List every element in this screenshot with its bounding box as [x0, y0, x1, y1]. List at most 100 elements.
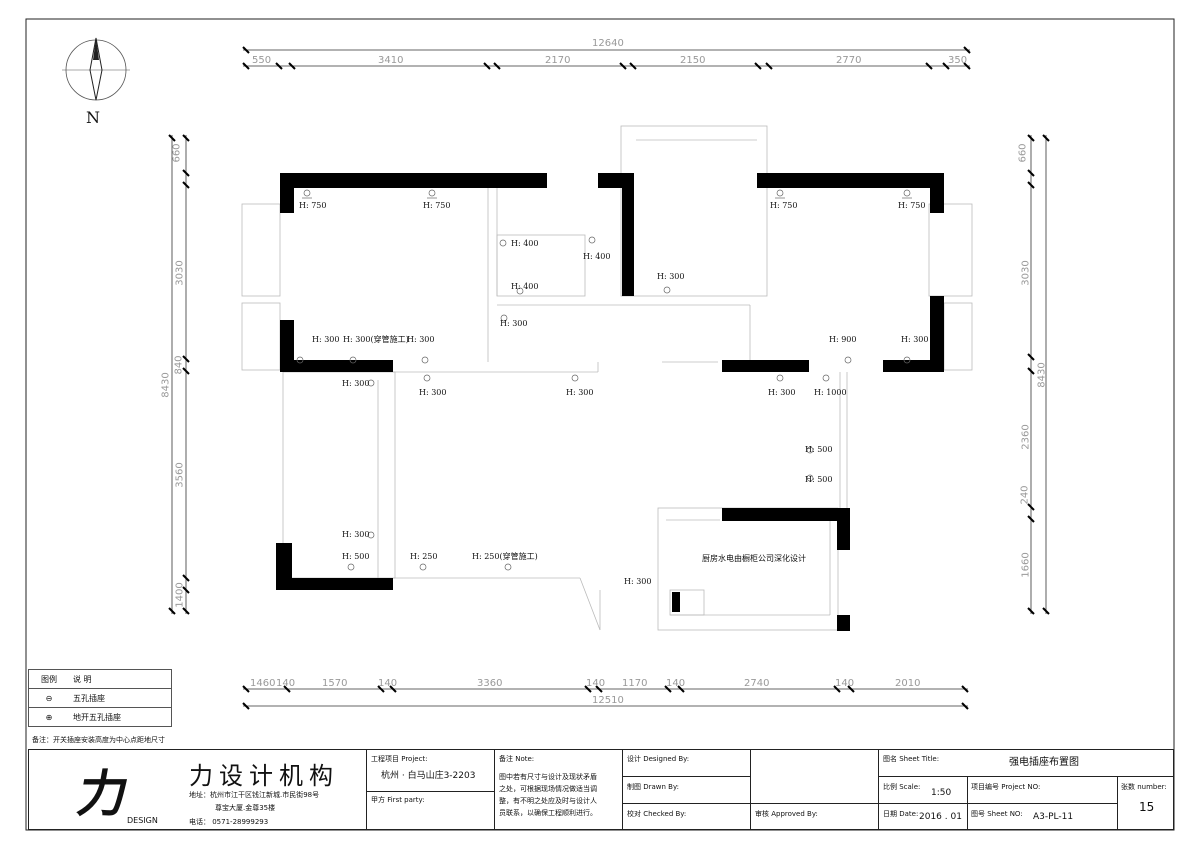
- note-text-4: 员联系，以确保工程顺利进行。: [499, 809, 597, 817]
- checked-label: 校对 Checked By:: [627, 810, 687, 818]
- dim-bottom-small-1: 140: [276, 678, 296, 689]
- socket-label: H: 400: [511, 239, 539, 248]
- walls: [276, 173, 944, 631]
- dim-bottom-seg-5: 2740: [744, 678, 770, 689]
- legend-item-socket: 五孔插座: [73, 693, 105, 703]
- dim-right-seg-2: 3030: [1020, 260, 1032, 286]
- socket-label: H: 300: [566, 388, 594, 397]
- approval-cell: 审核 Approved By:: [751, 750, 879, 829]
- socket-label: H: 300: [901, 335, 929, 344]
- dim-bottom-seg-3: 3360: [477, 678, 503, 689]
- socket-label: H: 500: [342, 552, 370, 561]
- dim-right-seg-5: 1660: [1020, 552, 1032, 578]
- socket-label: H: 300(穿管施工): [343, 335, 409, 344]
- dim-top-seg-6: 350: [948, 55, 968, 66]
- sheet-title-label: 图名 Sheet Title:: [883, 755, 940, 763]
- socket-label: H: 500: [805, 445, 833, 454]
- company-phone: 电话： 0571-28999293: [189, 818, 269, 826]
- dimension-lines: [171, 49, 1047, 707]
- socket-label: H: 750: [898, 201, 926, 210]
- note-cell: 备注 Note: 图中若有尺寸与设计及现状矛盾 之处，可根据现场情况做适当调 整…: [495, 750, 623, 829]
- dim-bottom-seg-1: 1460: [250, 678, 276, 689]
- north-arrow-icon: [62, 37, 130, 101]
- dim-bottom-small-4: 140: [666, 678, 686, 689]
- socket-label: H: 250(穿管施工): [472, 552, 538, 561]
- socket-label: H: 400: [511, 282, 539, 291]
- company-address-1: 地址：杭州市江干区钱江新城.市民街98号: [189, 791, 320, 799]
- dim-top-seg-4: 2150: [680, 55, 706, 66]
- dim-top-seg-2: 3410: [378, 55, 404, 66]
- company-cell: 力 DESIGN 力设计机构 地址：杭州市江干区钱江新城.市民街98号 尊宝大厦…: [29, 750, 367, 829]
- dim-bottom-seg-4: 1170: [622, 678, 648, 689]
- socket-label: H: 300: [624, 577, 652, 586]
- socket-label: H: 900: [829, 335, 857, 344]
- logo-subtitle: DESIGN: [127, 816, 158, 825]
- note-label: 备注 Note:: [499, 755, 535, 763]
- scale-label: 比例 Scale:: [883, 783, 921, 791]
- dimension-ticks: [168, 46, 1050, 710]
- socket-label: H: 300: [312, 335, 340, 344]
- legend-table: 图例 说 明 ⊖ 五孔插座 ⊕ 地开五孔插座: [28, 669, 172, 727]
- dim-bottom-small-5: 140: [835, 678, 855, 689]
- socket-label: H: 300: [419, 388, 447, 397]
- note-text-3: 整，有不明之处应及时与设计人: [499, 797, 597, 805]
- install-height-note: 备注：开关插座安装高度为中心点距地尺寸: [32, 736, 165, 744]
- company-logo: 力: [73, 764, 134, 823]
- socket-label: H: 500: [805, 475, 833, 484]
- company-address-2: 尊宝大厦.金尊35楼: [215, 804, 276, 812]
- dim-bottom-seg-6: 2010: [895, 678, 921, 689]
- sheets-label: 张数 number:: [1121, 783, 1167, 791]
- floor-socket-icon: ⊕: [45, 712, 53, 722]
- dim-left-seg-3: 840: [173, 355, 185, 375]
- socket-label: H: 750: [299, 201, 327, 210]
- approved-label: 审核 Approved By:: [755, 810, 818, 818]
- note-text-1: 图中若有尺寸与设计及现状矛盾: [499, 773, 597, 781]
- sheet-title-value: 强电插座布置图: [1009, 757, 1079, 768]
- legend-header-symbol: 图例: [41, 674, 57, 684]
- socket-label: H: 250: [410, 552, 438, 561]
- kitchen-note: 厨房水电由橱柜公司深化设计: [702, 554, 806, 563]
- dim-left-seg-5: 1400: [174, 582, 186, 608]
- title-block: 力 DESIGN 力设计机构 地址：杭州市江干区钱江新城.市民街98号 尊宝大厦…: [28, 749, 1174, 830]
- sheets-value: 15: [1139, 800, 1155, 814]
- dim-left-seg-2: 3030: [174, 260, 186, 286]
- dim-right-total: 8430: [1036, 362, 1048, 388]
- socket-label: H: 400: [583, 252, 611, 261]
- socket-label: H: 300: [500, 319, 528, 328]
- socket-label: H: 300: [768, 388, 796, 397]
- dim-top-seg-3: 2170: [545, 55, 571, 66]
- date-label: 日期 Date:: [883, 810, 919, 818]
- socket-label: H: 300: [407, 335, 435, 344]
- dim-top-seg-5: 2770: [836, 55, 862, 66]
- drawing-frame: [25, 18, 1175, 831]
- signature-cell: 设计 Designed By: 制图 Drawn By: 校对 Checked …: [623, 750, 751, 829]
- socket-label: H: 1000: [814, 388, 847, 397]
- dim-bottom-seg-2: 1570: [322, 678, 348, 689]
- dim-top-seg-1: 550: [252, 55, 272, 66]
- designed-label: 设计 Designed By:: [627, 755, 690, 763]
- sheet-no-value: A3-PL-11: [1033, 812, 1074, 822]
- dim-right-seg-1: 660: [1017, 143, 1029, 163]
- socket-label: H: 300: [342, 379, 370, 388]
- dim-left-seg-1: 660: [171, 143, 183, 163]
- sheet-info-cell: 图名 Sheet Title: 强电插座布置图 比例 Scale: 1:50 项…: [879, 750, 1173, 829]
- socket-label: H: 300: [342, 530, 370, 539]
- legend-item-floor-socket: 地开五孔插座: [73, 712, 121, 722]
- dim-top-total: 12640: [592, 38, 624, 49]
- dim-left-seg-4: 3560: [174, 462, 186, 488]
- company-name: 力设计机构: [189, 762, 339, 790]
- legend-header-desc: 说 明: [73, 674, 92, 684]
- project-no-label: 项目编号 Project NO:: [971, 783, 1041, 791]
- drawn-label: 制图 Drawn By:: [627, 783, 679, 791]
- first-party-label: 甲方 First party:: [371, 796, 425, 804]
- socket-symbols: [296, 189, 912, 571]
- note-text-2: 之处，可根据现场情况做适当调: [499, 785, 597, 793]
- dim-bottom-small-3: 140: [586, 678, 606, 689]
- dim-bottom-total: 12510: [592, 695, 624, 706]
- project-label: 工程项目 Project:: [371, 755, 428, 763]
- scale-value: 1:50: [931, 788, 952, 798]
- socket-label: H: 750: [770, 201, 798, 210]
- dim-bottom-small-2: 140: [378, 678, 398, 689]
- dim-right-seg-3: 2360: [1020, 424, 1032, 450]
